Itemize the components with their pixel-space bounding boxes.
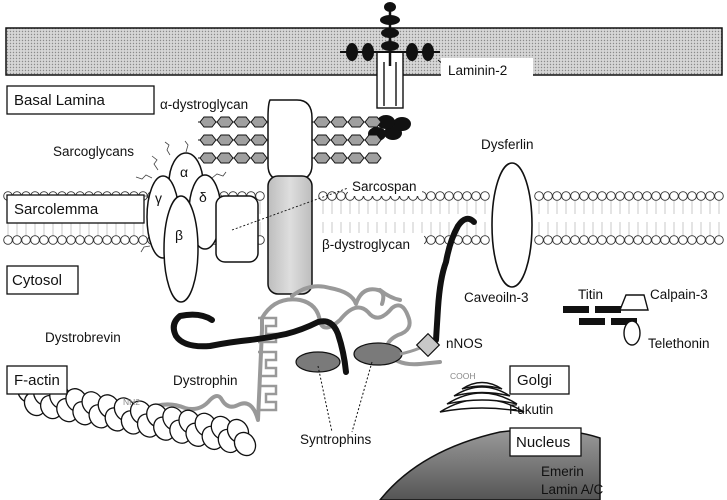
golgi-label-box: Golgi — [509, 365, 570, 395]
syntrophin-to-nnos-link — [399, 346, 421, 356]
svg-text:Nucleus: Nucleus — [516, 434, 570, 451]
syntrophin-leader-left — [317, 365, 333, 433]
cytosol-label-box: Cytosol — [6, 265, 79, 295]
caveolin-3-label: Caveoiln-3 — [464, 290, 529, 305]
cooh-label: COOH — [450, 371, 476, 381]
telethonin-label: Telethonin — [648, 336, 710, 351]
dysferlin-label: Dysferlin — [481, 137, 534, 152]
titin-complex — [563, 294, 649, 346]
fukutin-label: Fukutin — [509, 402, 553, 417]
nucleus-label-box: Nucleus — [509, 427, 582, 457]
calpain-3-label: Calpain-3 — [650, 287, 708, 302]
nnos — [415, 332, 441, 358]
svg-text:Sarcospan: Sarcospan — [352, 179, 417, 194]
dystrobrevin-label: Dystrobrevin — [45, 330, 121, 345]
sarcolemma-label-box: Sarcolemma — [6, 194, 145, 224]
f-actin-label-box: F-actin — [6, 365, 68, 395]
sarcoglycan-beta-label: β — [175, 227, 183, 243]
syntrophin-leader-right — [351, 361, 373, 433]
f-actin-filament — [16, 378, 257, 457]
alpha-dystroglycan-label: α-dystroglycan — [160, 97, 248, 112]
emerin-label: Emerin — [541, 464, 584, 479]
dystrophin-spectrin-repeats — [258, 316, 278, 412]
dysferlin — [491, 162, 533, 288]
nnos-label: nNOS — [446, 336, 483, 351]
sarcospan-leader — [231, 187, 349, 231]
nh2-label: NH2 — [123, 397, 140, 407]
beta-dystroglycan-label-box: β-dystroglycan — [318, 233, 424, 255]
titin-label: Titin — [578, 287, 603, 302]
sarcospan — [215, 195, 259, 263]
telethonin — [623, 320, 641, 346]
sarcoglycan-complex: α γ δ β — [135, 140, 227, 303]
svg-text:Sarcolemma: Sarcolemma — [14, 201, 99, 218]
sarcoglycan-gamma-label: γ — [155, 190, 162, 206]
svg-text:Laminin-2: Laminin-2 — [448, 63, 507, 78]
svg-text:Cytosol: Cytosol — [12, 272, 62, 289]
dystrophin-label: Dystrophin — [173, 373, 238, 388]
sarcoglycan-delta-label: δ — [199, 189, 207, 205]
laminin-2-label-box: Laminin-2 — [441, 58, 533, 82]
alpha-dystroglycan — [267, 99, 313, 181]
svg-text:β-dystroglycan: β-dystroglycan — [322, 237, 410, 252]
dystrobrevin — [170, 311, 349, 375]
caveolin-3 — [433, 215, 477, 343]
svg-text:F-actin: F-actin — [14, 372, 60, 389]
sarcospan-label-box: Sarcospan — [348, 176, 422, 196]
sarcoglycans-label: Sarcoglycans — [53, 144, 134, 159]
laminin-2 — [340, 2, 449, 141]
sarcoglycan-alpha-label: α — [180, 164, 188, 180]
lamin-ac-label: Lamin A/C — [541, 482, 604, 497]
golgi-apparatus — [439, 381, 525, 413]
syntrophin-left — [295, 351, 341, 373]
syntrophins-label: Syntrophins — [300, 432, 372, 447]
svg-text:Golgi: Golgi — [517, 372, 552, 389]
syntrophin-right — [353, 342, 403, 366]
beta-dystroglycan — [267, 175, 313, 295]
svg-text:Basal Lamina: Basal Lamina — [14, 92, 106, 109]
basal-lamina-label-box: Basal Lamina — [6, 85, 155, 115]
calpain-3 — [618, 294, 649, 311]
